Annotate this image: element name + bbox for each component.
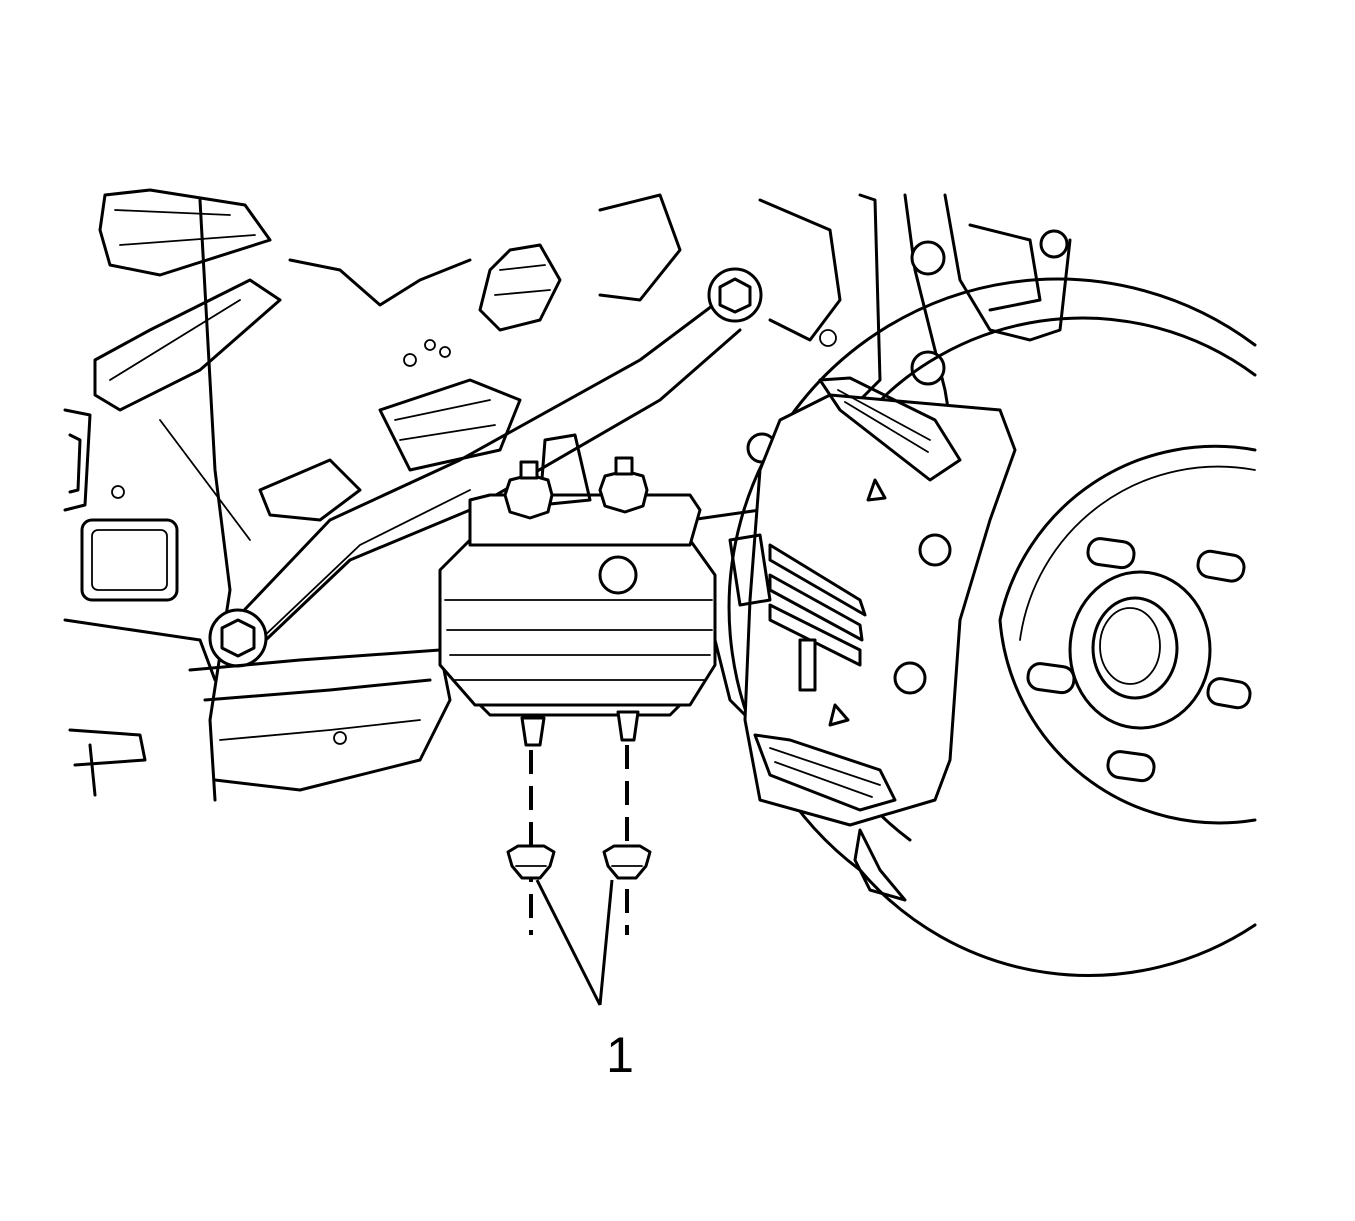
mount-nut-right	[602, 844, 652, 880]
brake-rotor	[727, 277, 1257, 977]
mount-nut-left	[506, 844, 556, 880]
left-frame-structure	[63, 188, 282, 802]
engine-mount	[438, 433, 717, 747]
upper-control-arm	[208, 267, 763, 668]
engine-bay-components	[258, 193, 842, 522]
strut-knuckle	[746, 193, 1072, 464]
callout-label-1: 1	[606, 1027, 634, 1083]
callout-1: 1	[535, 879, 634, 1083]
wheel-studs	[1026, 537, 1252, 783]
mount-nuts-exploded	[506, 745, 652, 935]
brake-caliper	[728, 376, 1017, 902]
